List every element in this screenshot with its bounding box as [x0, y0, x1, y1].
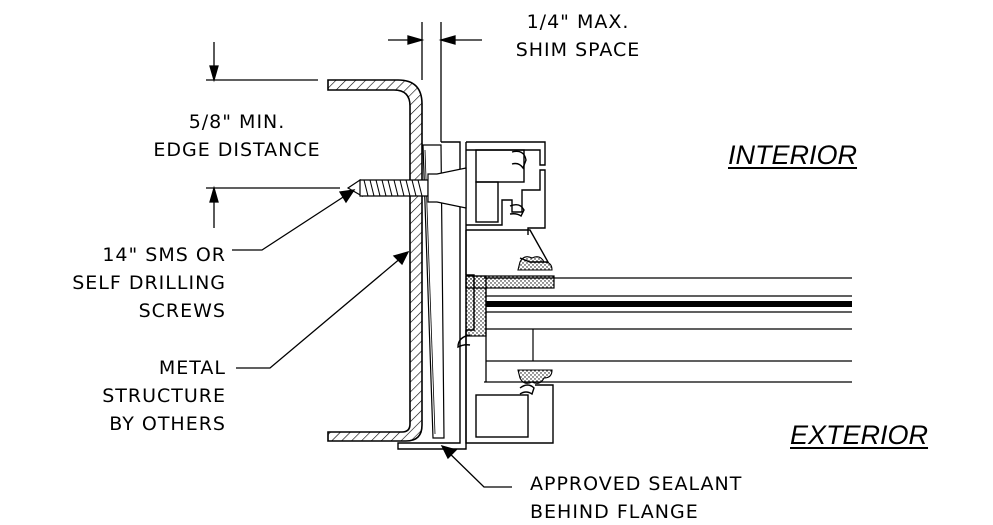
shim-wedge [422, 144, 445, 439]
glass-unit [484, 277, 852, 383]
metal-structure-label-line3: BY OTHERS [109, 413, 226, 435]
shim-space-label-line1: 1/4" MAX. [526, 11, 630, 33]
edge-distance-label-line1: 5/8" MIN. [188, 111, 286, 133]
leader-lines [232, 189, 512, 488]
edge-distance-label-line2: EDGE DISTANCE [153, 139, 321, 161]
metal-structure-label-line2: STRUCTURE [102, 385, 226, 407]
shim-space-dimension [388, 22, 482, 142]
screws-label-line1: 14" SMS OR [102, 244, 226, 266]
edge-distance-dimension [206, 42, 340, 228]
sealant-label-line2: BEHIND FLANGE [530, 501, 699, 523]
interior-label: INTERIOR [728, 140, 858, 170]
metal-structure-label-line1: METAL [158, 357, 226, 379]
exterior-label: EXTERIOR [790, 420, 929, 450]
screws-label-line3: SCREWS [138, 300, 226, 322]
glazing-sealant [465, 256, 555, 384]
screw [346, 167, 467, 209]
shim-space-label-line2: SHIM SPACE [515, 39, 641, 61]
metal-structure [327, 79, 423, 442]
sealant-label-line1: APPROVED SEALANT [530, 473, 743, 495]
screws-label-line2: SELF DRILLING [72, 272, 226, 294]
